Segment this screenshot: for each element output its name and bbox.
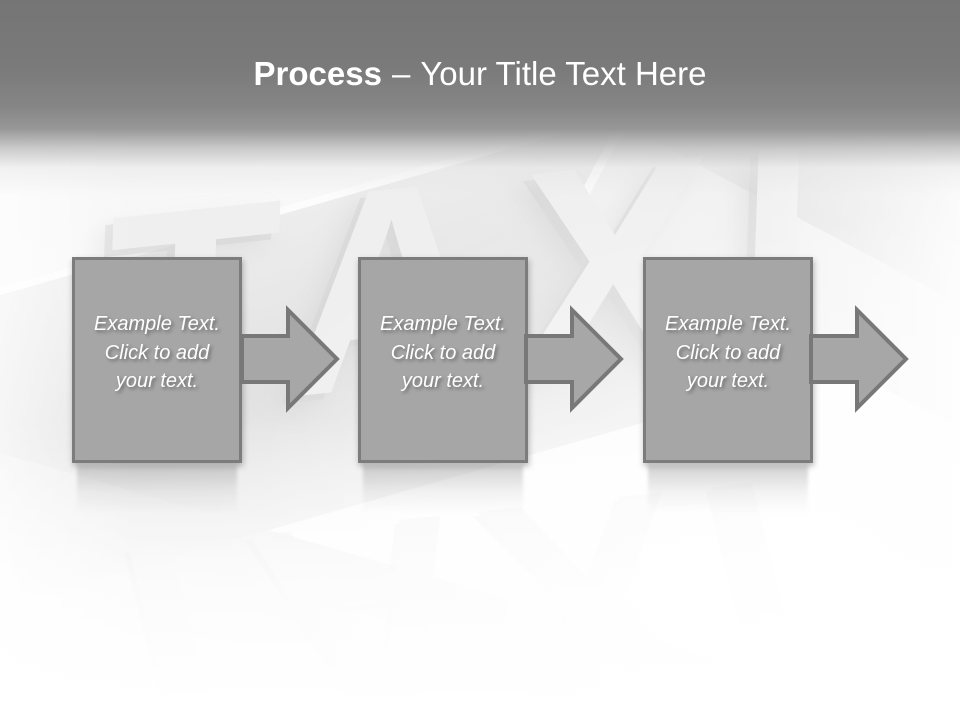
title-rest: Your Title Text Here — [420, 55, 707, 92]
page-title[interactable]: Process–Your Title Text Here — [0, 54, 960, 94]
process-step-1[interactable]: Example Text. Click to add your text. — [72, 257, 242, 525]
process-step-3-text: Example Text. Click to add your text. — [665, 313, 791, 393]
process-step-1-box[interactable]: Example Text. Click to add your text. — [72, 257, 242, 463]
title-separator: – — [391, 55, 411, 92]
process-step-2-text: Example Text. Click to add your text. — [380, 313, 506, 393]
process-arrow-1-icon[interactable] — [240, 305, 340, 413]
process-step-2-box[interactable]: Example Text. Click to add your text. — [358, 257, 528, 463]
process-step-3-box[interactable]: Example Text. Click to add your text. — [643, 257, 813, 463]
process-step-3[interactable]: Example Text. Click to add your text. — [643, 257, 813, 525]
process-arrow-2-icon[interactable] — [524, 305, 624, 413]
process-step-1-text: Example Text. Click to add your text. — [94, 313, 220, 393]
process-step-2[interactable]: Example Text. Click to add your text. — [358, 257, 528, 525]
title-emphasis: Process — [253, 55, 382, 92]
process-arrow-3-icon[interactable] — [809, 305, 909, 413]
